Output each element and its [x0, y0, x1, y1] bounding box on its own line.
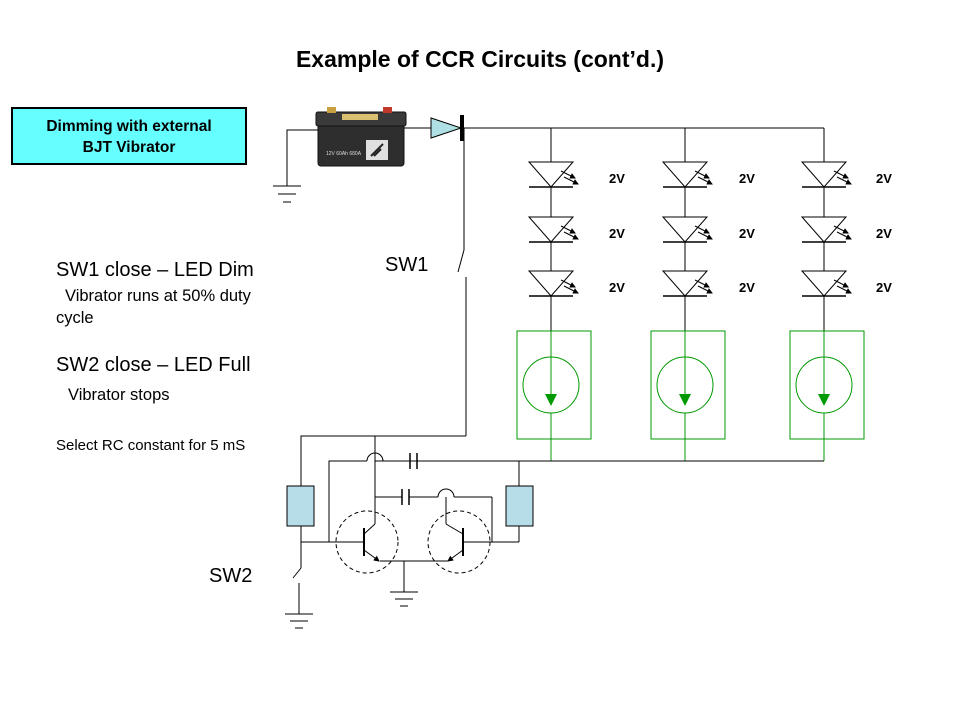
led-icon: 2V	[800, 270, 892, 331]
led-icon: 2V	[800, 161, 892, 217]
led-string-3: 2V 2V 2V	[800, 161, 892, 331]
led-voltage-label: 2V	[876, 280, 892, 295]
bjt-vibrator	[285, 436, 534, 629]
sw1-heading: SW1 close – LED Dim	[56, 259, 254, 281]
led-icon: 2V	[527, 161, 625, 217]
led-icon: 2V	[527, 270, 625, 331]
led-string-2: 2V 2V 2V	[661, 161, 755, 331]
left-resistor	[286, 485, 315, 527]
sw1-label: SW1	[385, 254, 429, 276]
sw1-detail-1: Vibrator runs at 50% duty	[65, 287, 251, 305]
sw1-to-vibrator-wire	[300, 435, 466, 488]
led-icon: 2V	[661, 270, 755, 331]
led-icon: 2V	[527, 216, 625, 271]
sw2-heading: SW2 close – LED Full	[56, 354, 251, 376]
ccr-current-source-3	[789, 330, 865, 461]
led-voltage-label: 2V	[876, 226, 892, 241]
rc-constant-note: Select RC constant for 5 mS	[56, 437, 246, 454]
callout-line-1: Dimming with external	[46, 118, 212, 135]
led-voltage-label: 2V	[739, 280, 755, 295]
battery-icon: 12V 60Ah 680A	[315, 107, 407, 167]
led-string-1: 2V 2V 2V	[527, 161, 625, 331]
sw2-detail: Vibrator stops	[68, 386, 170, 404]
led-icon: 2V	[800, 216, 892, 271]
led-voltage-label: 2V	[876, 171, 892, 186]
ccr-current-source-1	[516, 330, 592, 461]
battery-label: 12V 60Ah 680A	[326, 151, 362, 157]
sw1-detail-2: cycle	[56, 309, 94, 327]
led-voltage-label: 2V	[739, 226, 755, 241]
sw1-switch	[457, 128, 467, 436]
sw2-switch	[292, 567, 302, 579]
transistor-q1-icon	[329, 510, 399, 574]
diode-icon	[430, 115, 464, 141]
page-title: Example of CCR Circuits (cont’d.)	[295, 46, 665, 72]
callout-line-2: BJT Vibrator	[82, 139, 176, 156]
led-voltage-label: 2V	[739, 171, 755, 186]
ccr-current-source-2	[650, 330, 726, 461]
led-icon: 2V	[661, 216, 755, 271]
led-voltage-label: 2V	[609, 280, 625, 295]
transistor-q2-icon	[427, 510, 492, 574]
dimming-callout-box: Dimming with external BJT Vibrator	[11, 107, 247, 165]
led-voltage-label: 2V	[609, 226, 625, 241]
led-voltage-label: 2V	[609, 171, 625, 186]
right-resistor	[505, 485, 534, 527]
battery-ground-wiring	[273, 129, 318, 203]
sw2-label: SW2	[209, 565, 253, 587]
led-icon: 2V	[661, 161, 755, 217]
